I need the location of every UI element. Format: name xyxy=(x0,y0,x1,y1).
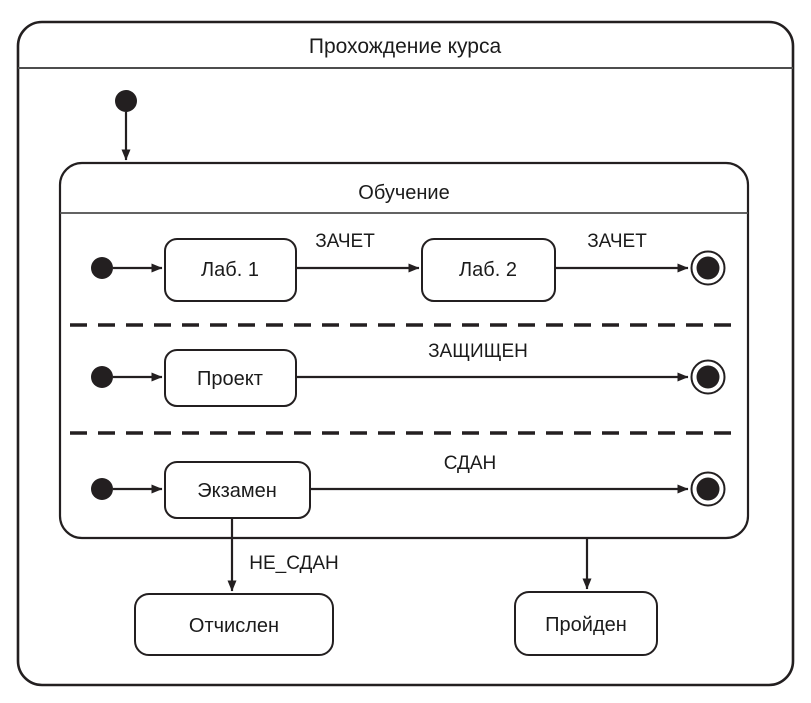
state-lab-2[interactable]: Лаб. 2 xyxy=(421,238,556,302)
initial-state-dot-project[interactable] xyxy=(91,366,113,388)
final-state-labs-core xyxy=(696,256,720,280)
composite-state-obuchenie[interactable]: Обучение xyxy=(58,161,750,540)
state-ekzamen[interactable]: Экзамен xyxy=(164,461,311,519)
transition-label-zashchishchen: ЗАЩИЩЕН xyxy=(428,341,528,362)
final-state-project[interactable] xyxy=(690,359,726,395)
initial-state-dot-exam[interactable] xyxy=(91,478,113,500)
final-state-exam-core xyxy=(696,477,720,501)
region-labs: Лаб. 1 ЗАЧЕТ Лаб. 2 ЗАЧЕТ xyxy=(91,231,726,302)
state-proyden-label: Пройден xyxy=(545,614,627,636)
state-proyden-border xyxy=(514,591,658,656)
outer-state-title: Прохождение курса xyxy=(309,35,502,58)
final-state-labs[interactable] xyxy=(690,250,726,286)
composite-state-border xyxy=(58,161,750,540)
state-lab-2-label: Лаб. 2 xyxy=(459,259,517,281)
state-lab-2-border xyxy=(421,238,556,302)
state-otchislen-border xyxy=(134,593,334,656)
state-proyden[interactable]: Пройден xyxy=(514,591,658,656)
state-lab-1-border xyxy=(164,238,297,302)
state-lab-1-label: Лаб. 1 xyxy=(201,259,259,281)
transition-label-ne-sdan: НЕ_СДАН xyxy=(249,553,339,574)
transition-label-sdan: СДАН xyxy=(444,453,497,474)
transition-label-zachet-2: ЗАЧЕТ xyxy=(587,231,647,252)
state-proekt-label: Проект xyxy=(197,368,263,390)
state-otchislen[interactable]: Отчислен xyxy=(134,593,334,656)
state-otchislen-label: Отчислен xyxy=(189,615,279,637)
state-lab-1[interactable]: Лаб. 1 xyxy=(164,238,297,302)
initial-state-dot-outer[interactable] xyxy=(115,90,137,112)
final-state-project-core xyxy=(696,365,720,389)
composite-state-title: Обучение xyxy=(358,182,449,204)
state-ekzamen-label: Экзамен xyxy=(197,480,277,502)
region-project: Проект ЗАЩИЩЕН xyxy=(91,341,726,407)
initial-state-dot-labs[interactable] xyxy=(91,257,113,279)
region-exam: Экзамен СДАН xyxy=(91,453,726,519)
transition-label-zachet-1: ЗАЧЕТ xyxy=(315,231,375,252)
final-state-exam[interactable] xyxy=(690,471,726,507)
state-proekt[interactable]: Проект xyxy=(164,349,297,407)
